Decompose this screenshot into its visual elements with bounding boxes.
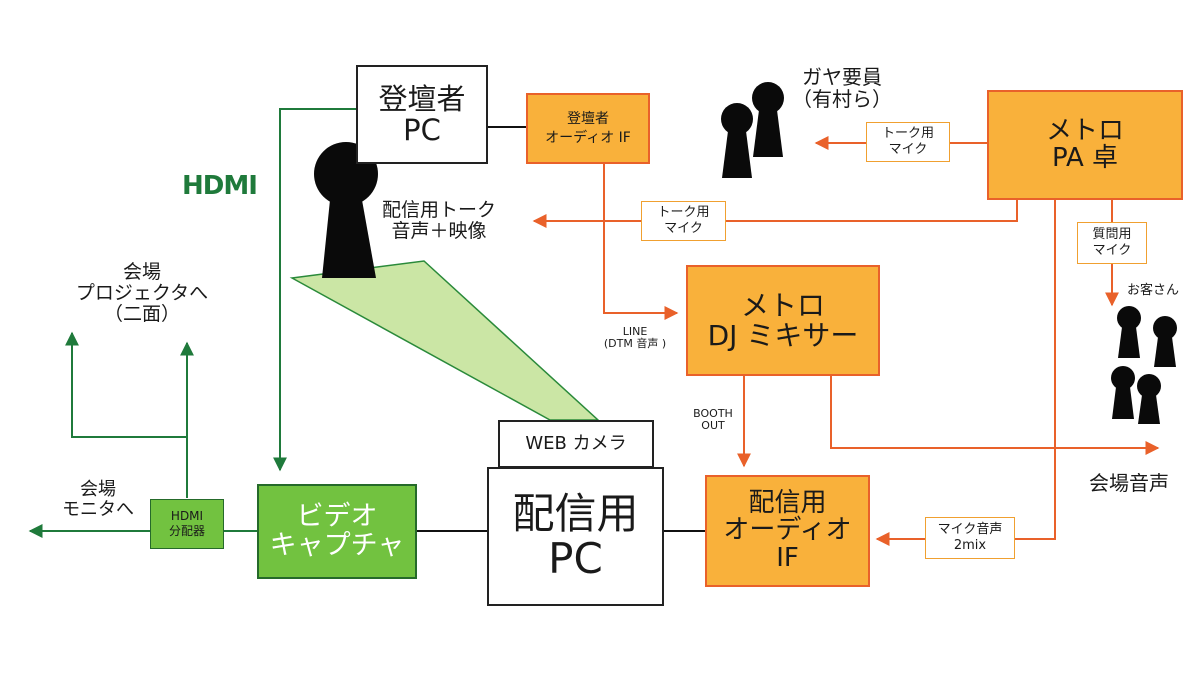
dj-mixer-line2: DJ ミキサー (707, 318, 859, 352)
booth-out-line1: BOOTH (693, 407, 733, 420)
question-mic-line2: マイク (1092, 243, 1132, 258)
talk-mic-stream-line1: トーク用 (657, 204, 710, 220)
gaya-label-line2: （有村ら） (792, 87, 892, 111)
gaya-label-line1: ガヤ要員 (802, 65, 882, 89)
venue-audio-label: 会場音声 (1089, 471, 1169, 495)
stream-audio-if-line2: オーディオ (723, 515, 852, 546)
hdmi-splitter-box: HDMI 分配器 (150, 499, 224, 549)
pa-box: メトロ PA 卓 (987, 90, 1183, 200)
video-capture-line2: キャプチャ (269, 529, 405, 561)
stream-talk-line1: 配信用トーク (382, 199, 497, 221)
booth-out-label: BOOTH OUT (684, 407, 742, 433)
hdmi-splitter-line2: 分配器 (168, 524, 205, 538)
venue-monitor-line1: 会場 (80, 479, 116, 500)
talk-mic-gaya-line1: トーク用 (881, 125, 934, 141)
dj-mixer-box: メトロ DJ ミキサー (686, 265, 880, 376)
line-pa-to-stream-talk (532, 200, 1018, 228)
talk-mic-stream-line2: マイク (664, 221, 703, 236)
talk-mic-gaya-line2: マイク (888, 142, 928, 157)
line-pa-to-stream-audio-if (875, 200, 1056, 546)
stream-audio-if-line1: 配信用 (748, 488, 827, 519)
stream-talk-label: 配信用トーク 音声＋映像 (382, 200, 496, 242)
venue-projector-line1: 会場 (122, 261, 161, 283)
customers-label: お客さん (1127, 283, 1180, 298)
mic-mix-line1: マイク音声 (937, 521, 1003, 537)
line-label-line2: (DTM 音声 ) (603, 337, 667, 351)
webcam-box: WEB カメラ (498, 420, 654, 468)
hdmi-label: HDMI (182, 171, 258, 201)
stream-audio-if-box: 配信用 オーディオ IF (705, 475, 870, 587)
hdmi-line-splitter-to-projectors (65, 331, 188, 498)
stream-pc-box: 配信用 PC (487, 467, 664, 606)
presenter-audio-if-line1: 登壇者 (567, 111, 609, 128)
presenter-audio-if-box: 登壇者 オーディオ IF (526, 93, 650, 164)
venue-projector-line2: プロジェクタへ (75, 281, 209, 304)
line-dj-to-venue-audio (830, 376, 1160, 455)
hdmi-line-presenter-to-capture (273, 108, 357, 472)
video-capture-line1: ビデオ (296, 501, 378, 533)
talk-mic-tag-stream: トーク用 マイク (641, 201, 726, 241)
venue-projector-line3: （二面） (103, 302, 180, 325)
dj-mixer-line1: メトロ (740, 289, 825, 323)
camera-view-cone (289, 260, 600, 421)
question-mic-line1: 質問用 (1092, 226, 1132, 242)
presenter-pc-box: 登壇者 PC (356, 65, 488, 164)
line-label: LINE (DTM 音声 ) (590, 325, 680, 351)
customer-silhouettes (1111, 306, 1177, 424)
line-label-line1: LINE (622, 325, 648, 338)
pa-line1: メトロ (1045, 115, 1124, 146)
venue-projector-label: 会場 プロジェクタへ （二面） (52, 262, 232, 325)
video-capture-box: ビデオ キャプチャ (257, 484, 417, 579)
venue-monitor-line2: モニタへ (62, 498, 134, 520)
presenter-pc-line1: 登壇者 (378, 82, 466, 117)
question-mic-tag: 質問用 マイク (1077, 222, 1147, 264)
venue-monitor-label: 会場 モニタへ (44, 480, 152, 520)
talk-mic-tag-gaya: トーク用 マイク (866, 122, 950, 162)
stream-talk-line2: 音声＋映像 (391, 219, 487, 242)
mic-mix-line2: 2mix (953, 538, 987, 553)
stream-audio-if-line3: IF (776, 542, 799, 573)
pa-line2: PA 卓 (1051, 143, 1119, 173)
stream-pc-line2: PC (548, 533, 603, 583)
hdmi-splitter-line1: HDMI (170, 509, 204, 523)
stream-pc-line1: 配信用 (512, 489, 639, 539)
booth-out-line2: OUT (701, 419, 725, 433)
line-presenter-if-to-dj (603, 164, 679, 320)
presenter-audio-if-line2: オーディオ IF (545, 129, 631, 146)
mic-mix-tag: マイク音声 2mix (925, 517, 1015, 559)
gaya-silhouettes (721, 82, 784, 178)
gaya-label: ガヤ要員 （有村ら） (792, 66, 892, 110)
webcam-label: WEB カメラ (525, 432, 627, 454)
presenter-pc-line2: PC (403, 112, 441, 147)
